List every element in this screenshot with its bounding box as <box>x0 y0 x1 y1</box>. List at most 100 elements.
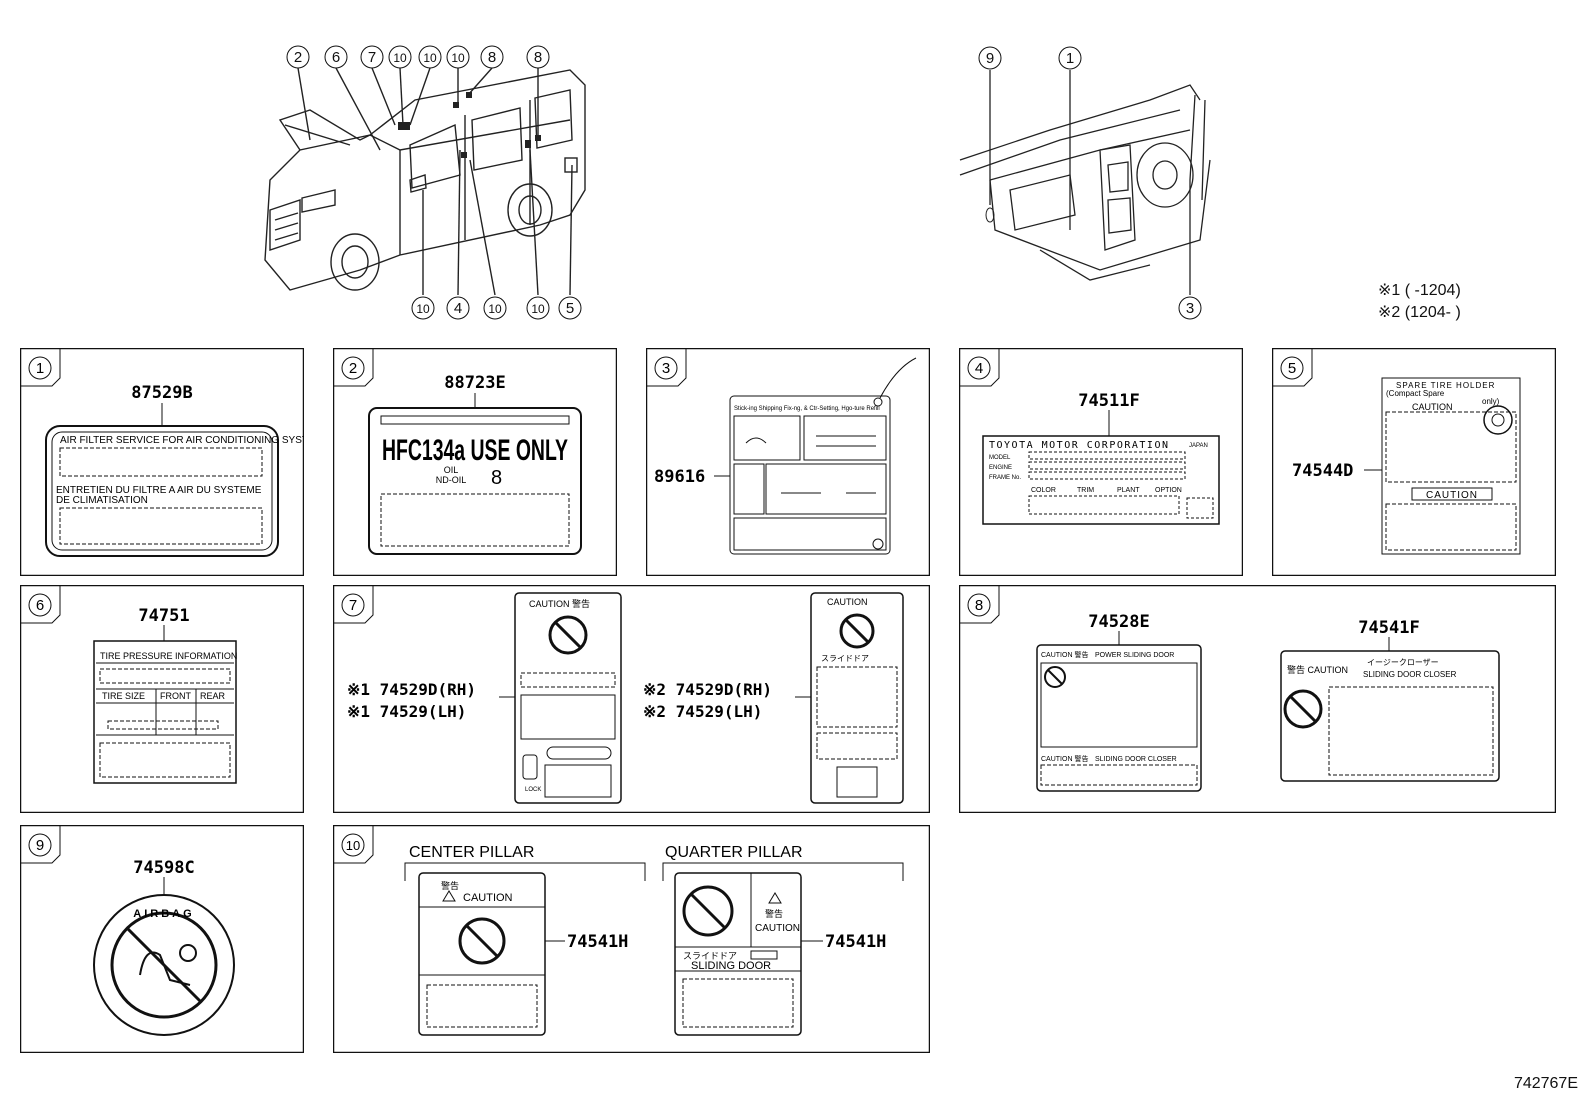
part-number-b: 74541F <box>1358 618 1419 638</box>
tire-title: TIRE PRESSURE INFORMATION <box>100 651 237 661</box>
panel-9: 9 74598C AIRBAG <box>20 825 304 1053</box>
oil-type: ND-OIL <box>436 475 467 485</box>
part-number-1: 74541H <box>567 932 628 952</box>
svg-text:8: 8 <box>534 49 542 66</box>
part-number: 88723E <box>444 373 505 393</box>
slide-door-en: SLIDING DOOR <box>691 960 771 972</box>
power-sliding-door: POWER SLIDING DOOR <box>1095 652 1174 659</box>
part-number: 89616 <box>654 467 705 487</box>
caution-label-2: CAUTION <box>827 597 868 607</box>
panel-number: 7 <box>349 597 357 614</box>
diagram-id: 742767E <box>1513 1075 1578 1092</box>
warning-jp: 警告 <box>441 880 459 891</box>
svg-text:10: 10 <box>488 302 502 316</box>
refrigerant-label: HFC134a USE ONLY <box>382 434 568 467</box>
country: JAPAN <box>1189 443 1208 449</box>
panel-number: 5 <box>1288 360 1296 377</box>
svg-text:10: 10 <box>531 302 545 316</box>
vehicle-exterior-diagram: 2 6 7 10 10 10 8 8 10 4 10 10 5 <box>264 45 586 320</box>
model-label: MODEL <box>989 455 1011 461</box>
panel-7: 7 ※1 74529D(RH) ※1 74529(LH) ※2 74529D(R… <box>333 585 930 813</box>
caution-a: CAUTION 警告 <box>1041 650 1088 659</box>
color-label: COLOR <box>1031 487 1056 494</box>
callout-2: 2 <box>286 45 310 69</box>
dashboard-diagram: 9 1 3 <box>959 46 1211 320</box>
part-number-4: ※2 74529(LH) <box>643 702 762 721</box>
sliding-door-closer: SLIDING DOOR CLOSER <box>1095 756 1177 763</box>
plant-label: PLANT <box>1117 487 1140 494</box>
caution-label-2: CAUTION <box>1426 490 1478 501</box>
caution-b: 警告 CAUTION <box>1287 664 1348 675</box>
panel-5: 5 74544D SPARE TIRE HOLDER (Compact Spar… <box>1272 348 1556 576</box>
sliding-door-closer-b: SLIDING DOOR CLOSER <box>1363 670 1457 679</box>
caution-text-2: CAUTION <box>755 923 800 934</box>
part-number-2: ※1 74529(LH) <box>347 702 466 721</box>
svg-text:3: 3 <box>1186 300 1194 317</box>
svg-text:5: 5 <box>566 300 574 317</box>
panel-8: 8 74528E CAUTION 警告 POWER SLIDING DOOR C… <box>959 585 1556 813</box>
panel-4: 4 74511F TOYOTA MOTOR CORPORATION JAPAN … <box>959 348 1243 576</box>
label-line-2: ENTRETIEN DU FILTRE A AIR DU SYSTEME <box>56 485 262 496</box>
callout-8: 8 <box>480 45 504 69</box>
panel-number: 4 <box>975 360 983 377</box>
warning-jp-2: 警告 <box>765 908 783 919</box>
manufacturer: TOYOTA MOTOR CORPORATION <box>989 440 1170 451</box>
callout-9: 9 <box>978 46 1002 70</box>
callout-7: 7 <box>360 45 384 69</box>
part-number-3: ※2 74529D(RH) <box>643 680 772 699</box>
panel-number: 2 <box>349 360 357 377</box>
caution-a2: CAUTION 警告 <box>1041 754 1088 763</box>
part-number: 74511F <box>1078 391 1139 411</box>
engine-label: ENGINE <box>989 465 1012 471</box>
trim-label: TRIM <box>1077 487 1094 494</box>
svg-text:8: 8 <box>488 49 496 66</box>
panel-number: 6 <box>36 597 44 614</box>
callout-10: 10 <box>483 296 507 320</box>
panel-6: 6 74751 TIRE PRESSURE INFORMATION TIRE S… <box>20 585 304 813</box>
label-header: Stick-ing Shipping Fix-ng, & Ctr-Setting… <box>734 406 880 412</box>
slide-door-label: スライドドア <box>821 654 869 663</box>
lock-label: LOCK <box>525 787 541 793</box>
panel-number: 3 <box>662 360 670 377</box>
callout-4: 4 <box>446 296 470 320</box>
svg-text:6: 6 <box>332 49 340 66</box>
center-pillar-label: CENTER PILLAR <box>409 844 534 861</box>
svg-text:10: 10 <box>416 302 430 316</box>
part-number: 87529B <box>131 383 192 403</box>
callout-10: 10 <box>446 45 470 69</box>
note-2: ※2 (1204- ) <box>1378 304 1461 321</box>
callout-10: 10 <box>418 45 442 69</box>
tire-size-label: TIRE SIZE <box>102 691 145 701</box>
part-number: 74544D <box>1292 461 1353 481</box>
panel-number: 8 <box>975 597 983 614</box>
part-number-a: 74528E <box>1088 612 1149 632</box>
slide-door-jp: スライドドア <box>683 951 737 961</box>
panel-number: 10 <box>346 838 360 853</box>
part-number: 74751 <box>138 606 189 626</box>
svg-text:9: 9 <box>986 50 994 67</box>
svg-text:10: 10 <box>423 51 437 65</box>
note-1: ※1 ( -1204) <box>1378 282 1461 299</box>
caution-label: CAUTION 警告 <box>529 598 590 609</box>
part-number: 74598C <box>133 858 194 878</box>
year-notes: ※1 ( -1204) ※2 (1204- ) <box>1378 280 1461 324</box>
callout-10: 10 <box>411 296 435 320</box>
svg-text:10: 10 <box>451 51 465 65</box>
panel-number: 9 <box>36 837 44 854</box>
option-label: OPTION <box>1155 487 1182 494</box>
rear-label: REAR <box>200 691 226 701</box>
holder-sub2: only) <box>1482 397 1500 406</box>
caution-text: CAUTION <box>463 892 513 904</box>
oil-label: OIL <box>444 465 459 475</box>
callout-5: 5 <box>558 296 582 320</box>
panel-2: 2 88723E HFC134a USE ONLY OIL ND-OIL 8 <box>333 348 617 576</box>
svg-text:2: 2 <box>294 49 302 66</box>
svg-text:1: 1 <box>1066 50 1074 67</box>
part-number-1: ※1 74529D(RH) <box>347 680 476 699</box>
front-label: FRONT <box>160 691 191 701</box>
label-line-3: DE CLIMATISATION <box>56 495 148 506</box>
callout-1: 1 <box>1058 46 1082 70</box>
svg-text:4: 4 <box>454 300 462 317</box>
label-line-1: AIR FILTER SERVICE FOR AIR CONDITIONING … <box>60 435 304 446</box>
holder-title: SPARE TIRE HOLDER <box>1396 381 1495 390</box>
